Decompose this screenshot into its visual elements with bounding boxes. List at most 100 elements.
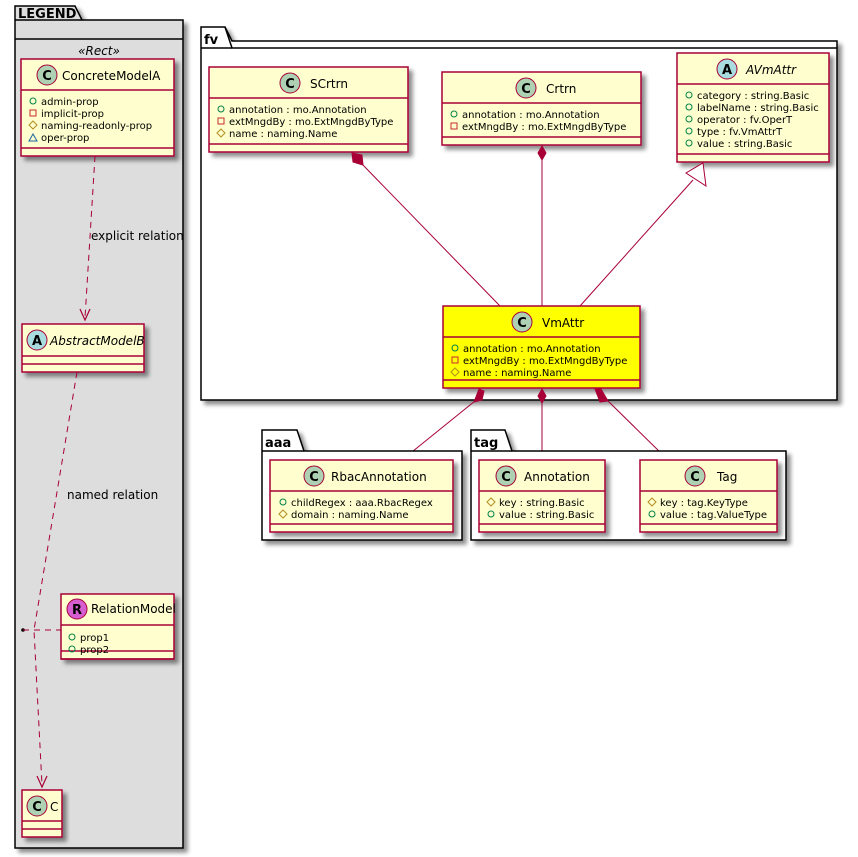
attr-text: annotation : mo.Annotation <box>463 344 601 355</box>
protected-icon <box>278 509 288 519</box>
class-name: RelationModel <box>91 602 176 616</box>
attr-text: prop1 <box>80 633 109 644</box>
attr-row: prop1 <box>68 633 109 644</box>
class-scrtrn[interactable]: C SCrtrn annotation : mo.Annotation extM… <box>208 66 409 153</box>
public-icon <box>685 115 693 123</box>
attr-row: prop2 <box>68 645 109 656</box>
relation-badge-icon <box>66 598 88 620</box>
badge-letter: C <box>42 69 52 84</box>
class-badge-icon <box>511 311 533 333</box>
edge-vmattr-rbac <box>401 388 485 461</box>
attr-text: implicit-prop <box>41 109 104 120</box>
public-icon <box>279 498 287 506</box>
protected-icon <box>216 128 226 138</box>
package-tag: tag C Annotation key : string.Basic valu… <box>470 429 787 541</box>
package-title: tag <box>474 436 498 451</box>
attr-row: implicit-prop <box>29 109 104 120</box>
badge-letter: C <box>521 82 531 97</box>
public-icon <box>451 344 459 352</box>
class-name: AbstractModelB <box>49 334 145 348</box>
public-icon <box>685 103 693 111</box>
attr-row: naming-readonly-prop <box>28 120 152 132</box>
edge-vmattr-tag <box>594 388 666 458</box>
protected-icon <box>647 497 657 507</box>
class-name: Crtrn <box>546 82 576 96</box>
badge-letter: C <box>501 470 511 485</box>
attr-text: value : tag.ValueType <box>660 510 767 521</box>
package-title: fv <box>204 33 219 48</box>
explicit-relation-label: explicit relation <box>91 229 184 243</box>
attr-row: key : tag.KeyType <box>647 497 748 509</box>
protected-icon <box>28 120 38 130</box>
class-avmattr[interactable]: A AVmAttr category : string.Basic labelN… <box>676 52 830 163</box>
edge-vmattr-avmattr <box>579 162 707 307</box>
attr-row: annotation : mo.Annotation <box>451 344 601 355</box>
class-badge-icon <box>515 77 537 99</box>
attr-text: category : string.Basic <box>697 91 809 102</box>
class-name: SCrtrn <box>310 77 348 91</box>
class-badge-icon <box>495 465 517 487</box>
public-icon <box>217 105 225 113</box>
attr-text: value : string.Basic <box>499 510 594 521</box>
attr-row: labelName : string.Basic <box>685 103 819 114</box>
class-rbac-annotation[interactable]: C RbacAnnotation childRegex : aaa.RbacRe… <box>269 459 454 533</box>
package-fv: fv C SCrtrn annotation : mo.Annotation e… <box>200 26 838 401</box>
composition-diamond-icon <box>537 144 547 162</box>
badge-letter: R <box>72 603 82 618</box>
composition-diamond-icon <box>473 388 485 403</box>
class-name: RbacAnnotation <box>331 470 427 484</box>
legend-package: LEGEND «Rect» C ConcreteModelA admin-pro… <box>14 5 184 849</box>
public-icon <box>450 110 458 118</box>
attr-row: extMngdBy : mo.ExtMngdByType <box>451 356 627 367</box>
class-annotation[interactable]: C Annotation key : string.Basic value : … <box>478 459 606 533</box>
attr-text: domain : naming.Name <box>291 510 409 521</box>
private-icon <box>451 356 459 364</box>
badge-letter: A <box>722 63 732 78</box>
attr-row: domain : naming.Name <box>278 509 409 521</box>
public-icon <box>68 645 76 653</box>
badge-letter: C <box>517 316 527 331</box>
attr-text: naming-readonly-prop <box>41 121 152 132</box>
badge-letter: A <box>32 334 42 349</box>
badge-letter: C <box>309 470 319 485</box>
class-badge-icon <box>36 64 58 86</box>
badge-letter: C <box>32 800 42 815</box>
class-concrete-model-a[interactable]: C ConcreteModelA admin-prop implicit-pro… <box>20 58 175 157</box>
attr-text: operator : fv.OperT <box>697 115 793 126</box>
public-icon <box>685 91 693 99</box>
attr-row: value : string.Basic <box>487 510 594 521</box>
private-icon <box>217 117 225 125</box>
composition-diamond-icon <box>594 388 609 403</box>
attr-text: oper-prop <box>41 133 89 144</box>
public-icon <box>68 633 76 641</box>
attr-row: type : fv.VmAttrT <box>685 127 783 138</box>
public-icon <box>29 97 37 105</box>
attr-text: labelName : string.Basic <box>697 103 819 114</box>
attr-text: name : naming.Name <box>463 368 571 379</box>
class-badge-icon <box>26 795 48 817</box>
class-vmattr[interactable]: C VmAttr annotation : mo.Annotation extM… <box>442 305 641 389</box>
private-icon <box>29 109 37 117</box>
attr-row: name : naming.Name <box>216 128 337 140</box>
edge-crtrn-vmattr <box>537 144 547 306</box>
attr-text: prop2 <box>80 645 109 656</box>
attr-row: extMngdBy : mo.ExtMngdByType <box>217 117 393 128</box>
class-name: C <box>50 800 58 814</box>
class-c[interactable]: C C <box>21 789 63 838</box>
badge-letter: C <box>690 470 700 485</box>
class-name: AVmAttr <box>745 63 797 77</box>
attr-row: annotation : mo.Annotation <box>450 110 600 121</box>
abstract-badge-icon <box>26 329 48 351</box>
legend-stereotype: «Rect» <box>78 44 120 58</box>
inheritance-triangle-icon <box>685 162 707 188</box>
class-relation-model[interactable]: R RelationModel prop1 prop2 <box>60 593 176 660</box>
class-abstract-model-b[interactable]: A AbstractModelB <box>21 323 145 373</box>
class-crtrn[interactable]: C Crtrn annotation : mo.Annotation extMn… <box>441 71 642 146</box>
attr-row: value : tag.ValueType <box>648 510 767 521</box>
attr-text: annotation : mo.Annotation <box>229 105 367 116</box>
attr-text: key : tag.KeyType <box>660 498 748 509</box>
composition-diamond-icon <box>537 387 547 405</box>
class-tag[interactable]: C Tag key : tag.KeyType value : tag.Valu… <box>639 459 778 533</box>
attr-text: extMngdBy : mo.ExtMngdByType <box>229 117 393 128</box>
